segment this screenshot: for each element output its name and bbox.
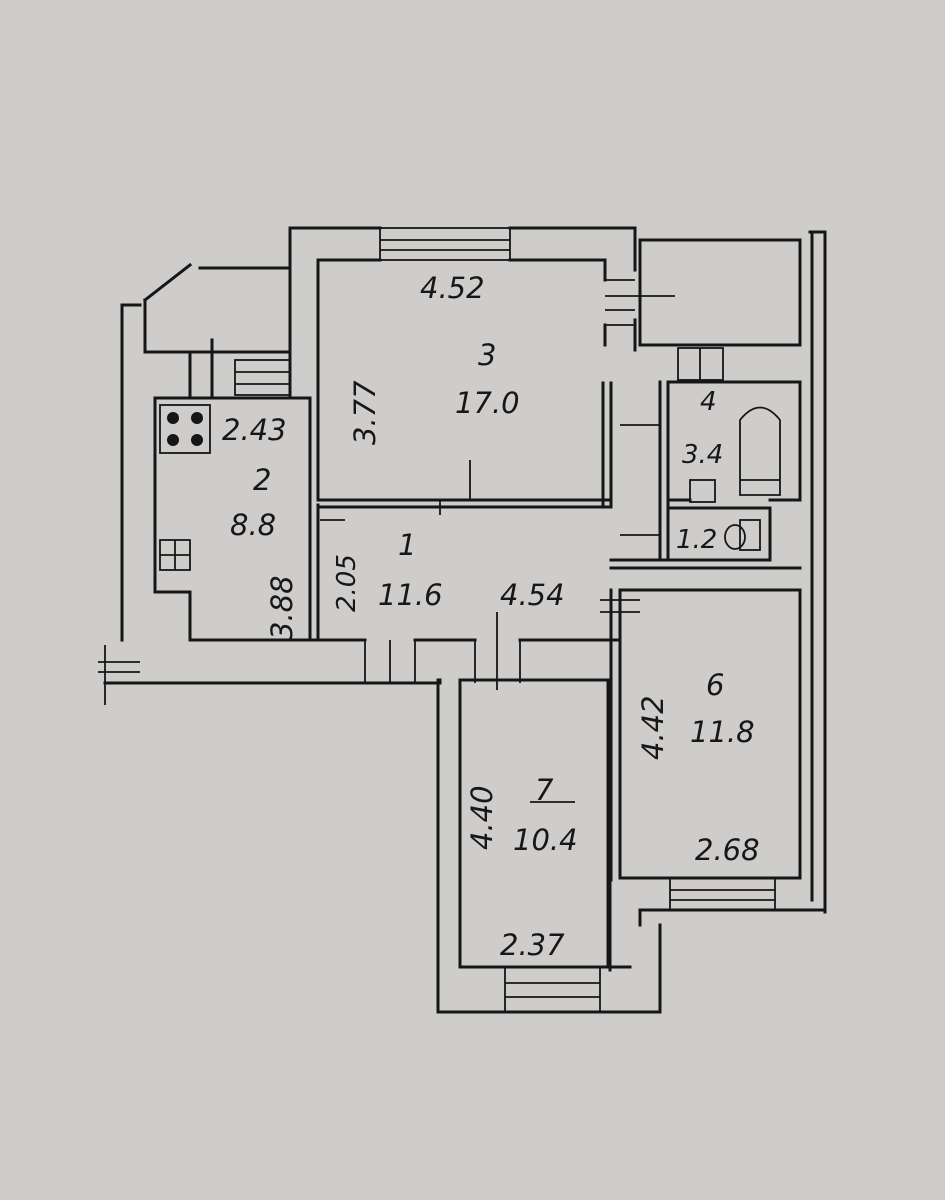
stove-icon bbox=[159, 404, 211, 454]
window-kitchen bbox=[234, 359, 291, 396]
sink-icon bbox=[159, 539, 191, 571]
walls bbox=[103, 226, 827, 1014]
dimension-room-1-depth: 2.05 bbox=[332, 554, 362, 612]
room-1-area: 11.6 bbox=[378, 578, 443, 612]
entrance-openings bbox=[364, 612, 521, 690]
window-room-7 bbox=[504, 966, 601, 1013]
dimension-room-7-depth: 4.40 bbox=[465, 785, 499, 850]
door-bath bbox=[677, 347, 724, 381]
fixtures bbox=[159, 404, 781, 571]
dimension-room-7-width: 2.37 bbox=[500, 928, 565, 962]
window-room-3 bbox=[379, 227, 511, 261]
room-7-area: 10.4 bbox=[513, 823, 578, 857]
room-4-number: 4 bbox=[700, 387, 717, 417]
room-2-number: 2 bbox=[253, 463, 271, 497]
dimension-room-3-depth: 3.77 bbox=[348, 380, 382, 445]
dimension-room-2-depth: 3.88 bbox=[265, 575, 299, 640]
dimension-labels: 4.52 3.77 2.43 3.88 2.05 4.54 4.42 2.68 … bbox=[222, 271, 760, 962]
entrance-marker bbox=[98, 645, 140, 705]
room-2-area: 8.8 bbox=[230, 508, 276, 542]
partition-ticks bbox=[320, 424, 660, 613]
room-6-area: 11.8 bbox=[690, 715, 755, 749]
room-1-number: 1 bbox=[398, 528, 416, 562]
dimension-room-3-width: 4.52 bbox=[420, 271, 485, 305]
room-3-area: 17.0 bbox=[455, 386, 520, 420]
room-4-area: 3.4 bbox=[682, 440, 723, 470]
room-6-number: 6 bbox=[706, 668, 724, 702]
window-room-6 bbox=[669, 877, 776, 911]
dimension-room-6-depth: 4.42 bbox=[636, 695, 670, 760]
room-7-number: 7 bbox=[535, 773, 554, 807]
room-labels: 3 17.0 2 8.8 1 11.6 4 3.4 1.2 6 11.8 7 1… bbox=[230, 338, 755, 857]
room-3-number: 3 bbox=[478, 338, 496, 372]
bathtub-icon bbox=[739, 406, 781, 496]
dimension-room-6-width: 2.68 bbox=[695, 833, 760, 867]
windows bbox=[98, 227, 776, 1013]
toilet-icon bbox=[724, 519, 761, 551]
room-5-area: 1.2 bbox=[676, 525, 717, 555]
door-balcony bbox=[605, 279, 675, 326]
dimension-room-1-width: 4.54 bbox=[500, 578, 565, 612]
washbasin-icon bbox=[689, 479, 716, 503]
dimension-room-2-width: 2.43 bbox=[222, 413, 287, 447]
